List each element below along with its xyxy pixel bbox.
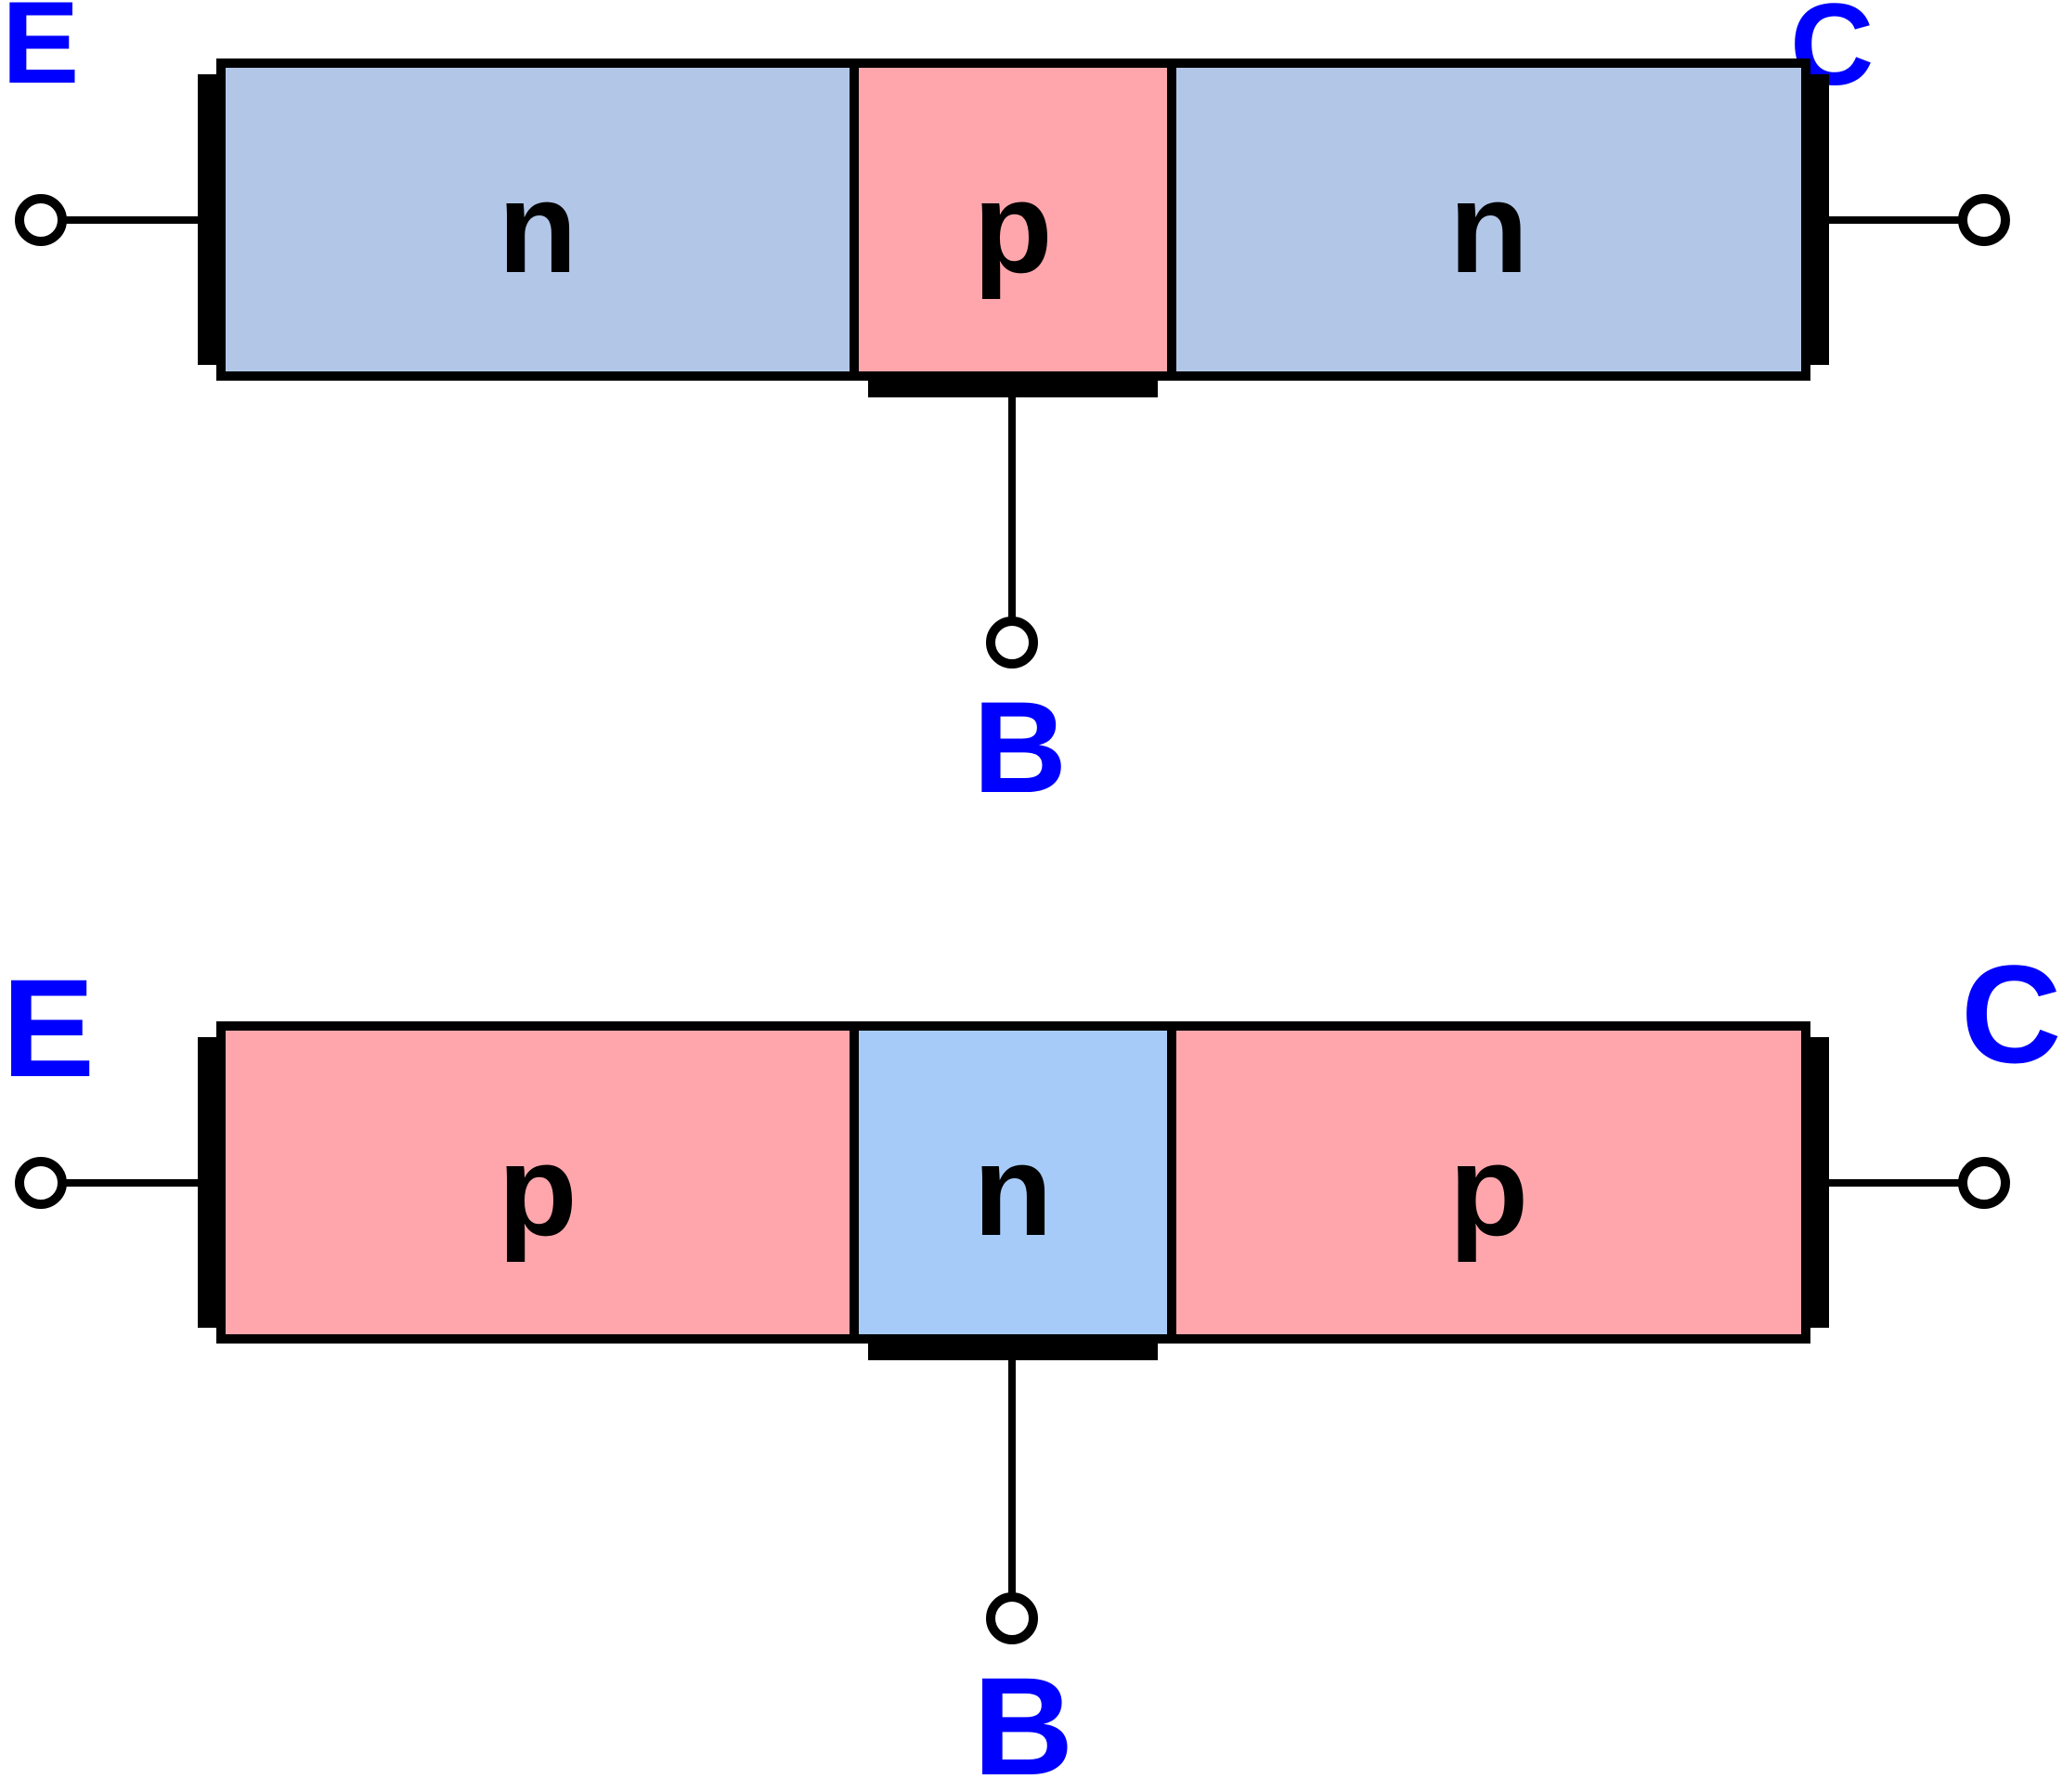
npn-base-terminal <box>986 617 1038 669</box>
npn-emitter-label: E <box>2 0 80 108</box>
pnp-collector-wire <box>1825 1179 1961 1187</box>
pnp-base-label: B <box>973 1648 1074 1792</box>
npn-base-region-letter: p <box>973 153 1053 300</box>
pnp-base-wire <box>1008 1358 1016 1594</box>
pnp-base-terminal <box>986 1592 1038 1644</box>
pnp-base-region-letter: n <box>973 1116 1053 1263</box>
pnp-emitter-terminal <box>15 1157 67 1209</box>
pnp-collector-region-letter: p <box>1448 1116 1529 1263</box>
npn-emitter-wire <box>59 216 201 224</box>
npn-collector-terminal <box>1958 194 2010 246</box>
npn-emitter-region: n <box>226 68 850 371</box>
npn-collector-electrode <box>1810 74 1829 365</box>
pnp-emitter-region: p <box>226 1031 850 1334</box>
pnp-base-region: n <box>850 1031 1176 1334</box>
pnp-collector-region: p <box>1176 1031 1801 1334</box>
npn-collector-region-letter: n <box>1448 153 1529 300</box>
npn-semiconductor-body: n p n <box>216 58 1810 381</box>
npn-collector-wire <box>1825 216 1961 224</box>
pnp-semiconductor-body: p n p <box>216 1021 1810 1344</box>
pnp-base-electrode <box>868 1339 1158 1360</box>
pnp-emitter-label: E <box>2 950 96 1106</box>
pnp-emitter-electrode <box>198 1037 216 1328</box>
npn-emitter-electrode <box>198 74 216 365</box>
npn-emitter-region-letter: n <box>498 153 577 300</box>
pnp-collector-terminal <box>1958 1157 2010 1209</box>
npn-base-electrode <box>868 376 1158 397</box>
npn-emitter-terminal <box>15 194 67 246</box>
npn-base-region: p <box>850 68 1176 371</box>
pnp-collector-label: C <box>1961 936 2062 1092</box>
pnp-collector-electrode <box>1810 1037 1829 1328</box>
npn-collector-region: n <box>1176 68 1801 371</box>
npn-base-label: B <box>973 674 1068 820</box>
pnp-emitter-wire <box>59 1179 201 1187</box>
pnp-emitter-region-letter: p <box>498 1116 577 1263</box>
npn-base-wire <box>1008 396 1016 618</box>
